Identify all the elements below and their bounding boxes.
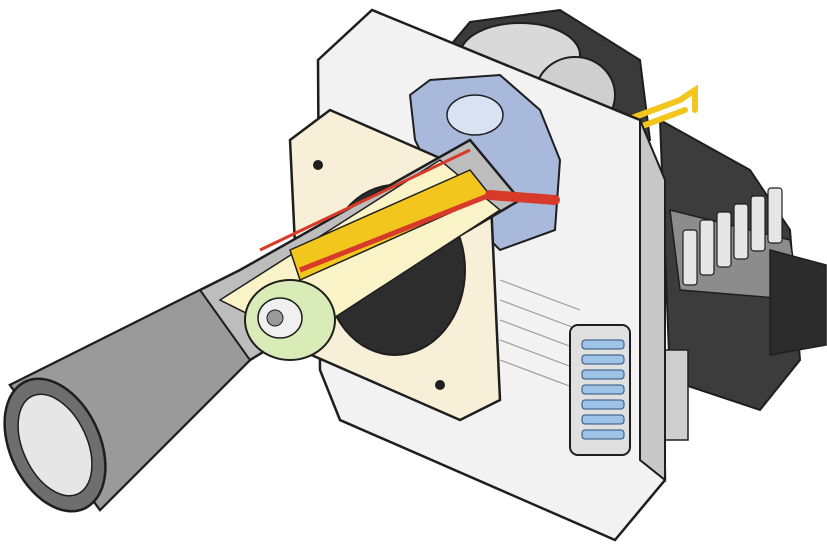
air-intake-grille [569, 324, 631, 456]
terminal-strip [682, 187, 783, 286]
nozzle-assembly-cutaway [218, 148, 560, 361]
pump-and-terminal-block [658, 118, 827, 441]
